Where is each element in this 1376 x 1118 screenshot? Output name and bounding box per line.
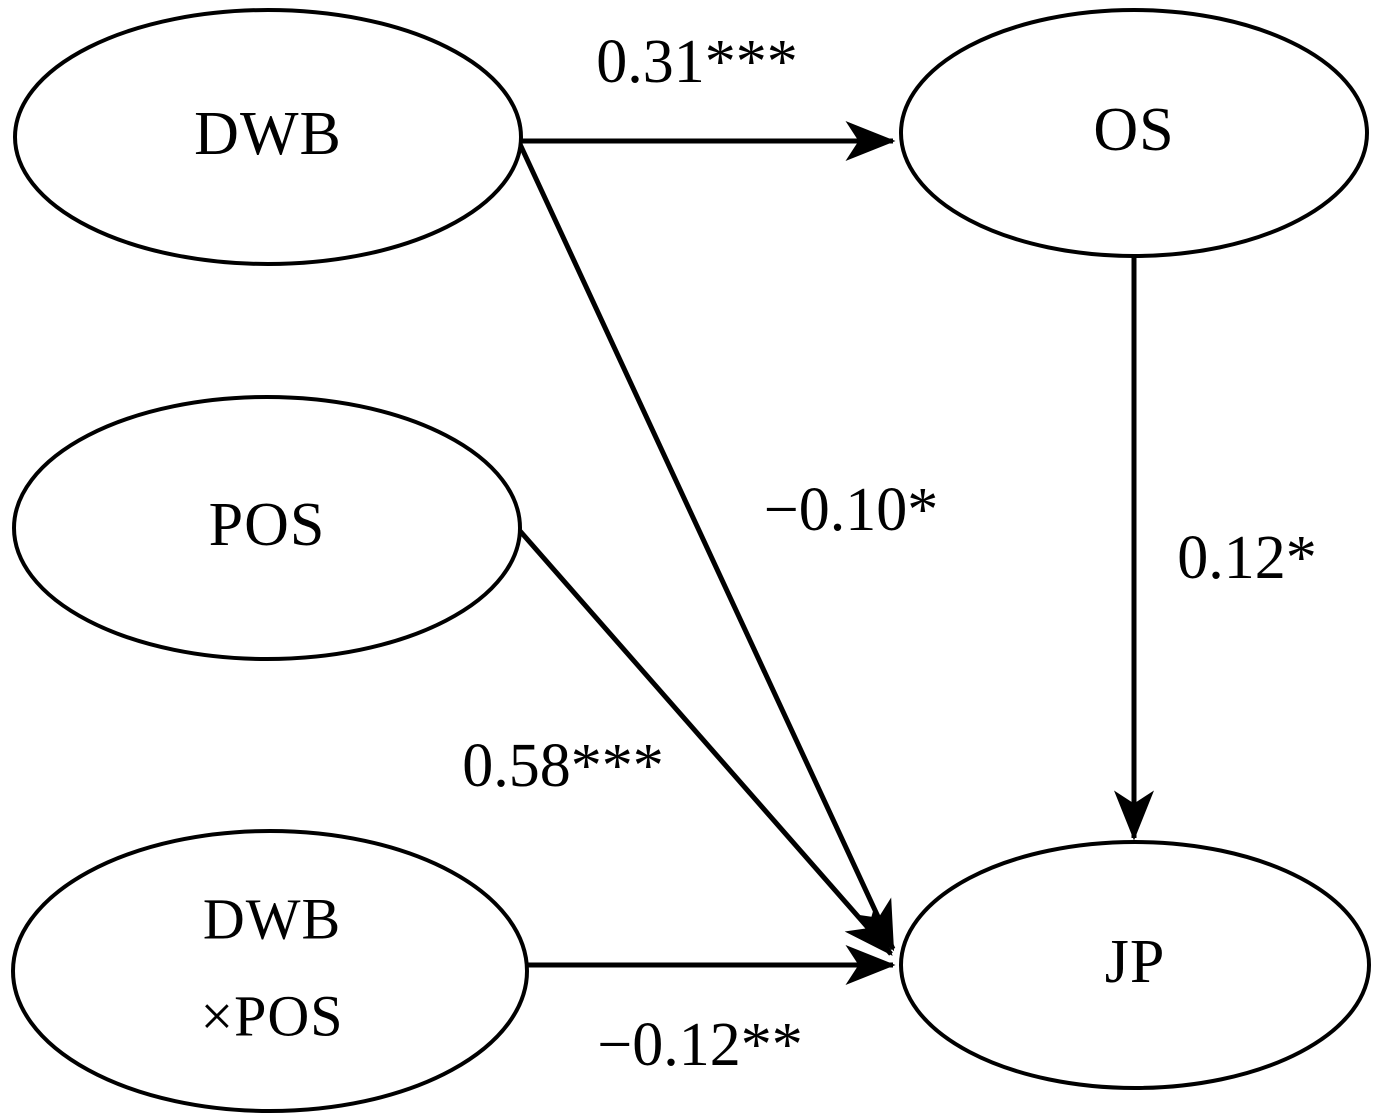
node-label-pos: POS <box>209 491 326 559</box>
node-ellipse-dwb[interactable] <box>13 8 523 266</box>
node-label-dwb: DWB <box>194 100 342 168</box>
node-label-jp: JP <box>1105 928 1166 996</box>
node-layer <box>11 8 1371 1113</box>
edge-label-dwb-jp: −0.10* <box>764 476 938 544</box>
node-ellipse-dwb-x-pos[interactable] <box>11 829 529 1113</box>
node-label-layer: DWB POS DWB ×POS OS JP <box>194 96 1174 1048</box>
node-label-dwb-x-pos-line2: ×POS <box>200 983 343 1048</box>
node-ellipse-jp[interactable] <box>899 840 1371 1090</box>
edge-label-layer: 0.31*** −0.10* 0.58*** −0.12** 0.12* <box>462 28 1317 1079</box>
node-ellipse-os[interactable] <box>899 8 1369 258</box>
node-ellipse-pos[interactable] <box>12 395 522 661</box>
node-label-os: OS <box>1093 96 1174 164</box>
edge-label-os-jp: 0.12* <box>1177 524 1317 592</box>
edge-label-dwb-os: 0.31*** <box>596 28 798 96</box>
edge-layer <box>516 121 1154 985</box>
edge-line-dwb-jp <box>516 140 896 952</box>
edge-label-pos-jp: 0.58*** <box>462 732 664 800</box>
edge-label-dwbxpos-jp: −0.12** <box>597 1011 802 1079</box>
edge-line-pos-jp <box>518 529 893 956</box>
node-label-dwb-x-pos-line1: DWB <box>203 886 341 951</box>
